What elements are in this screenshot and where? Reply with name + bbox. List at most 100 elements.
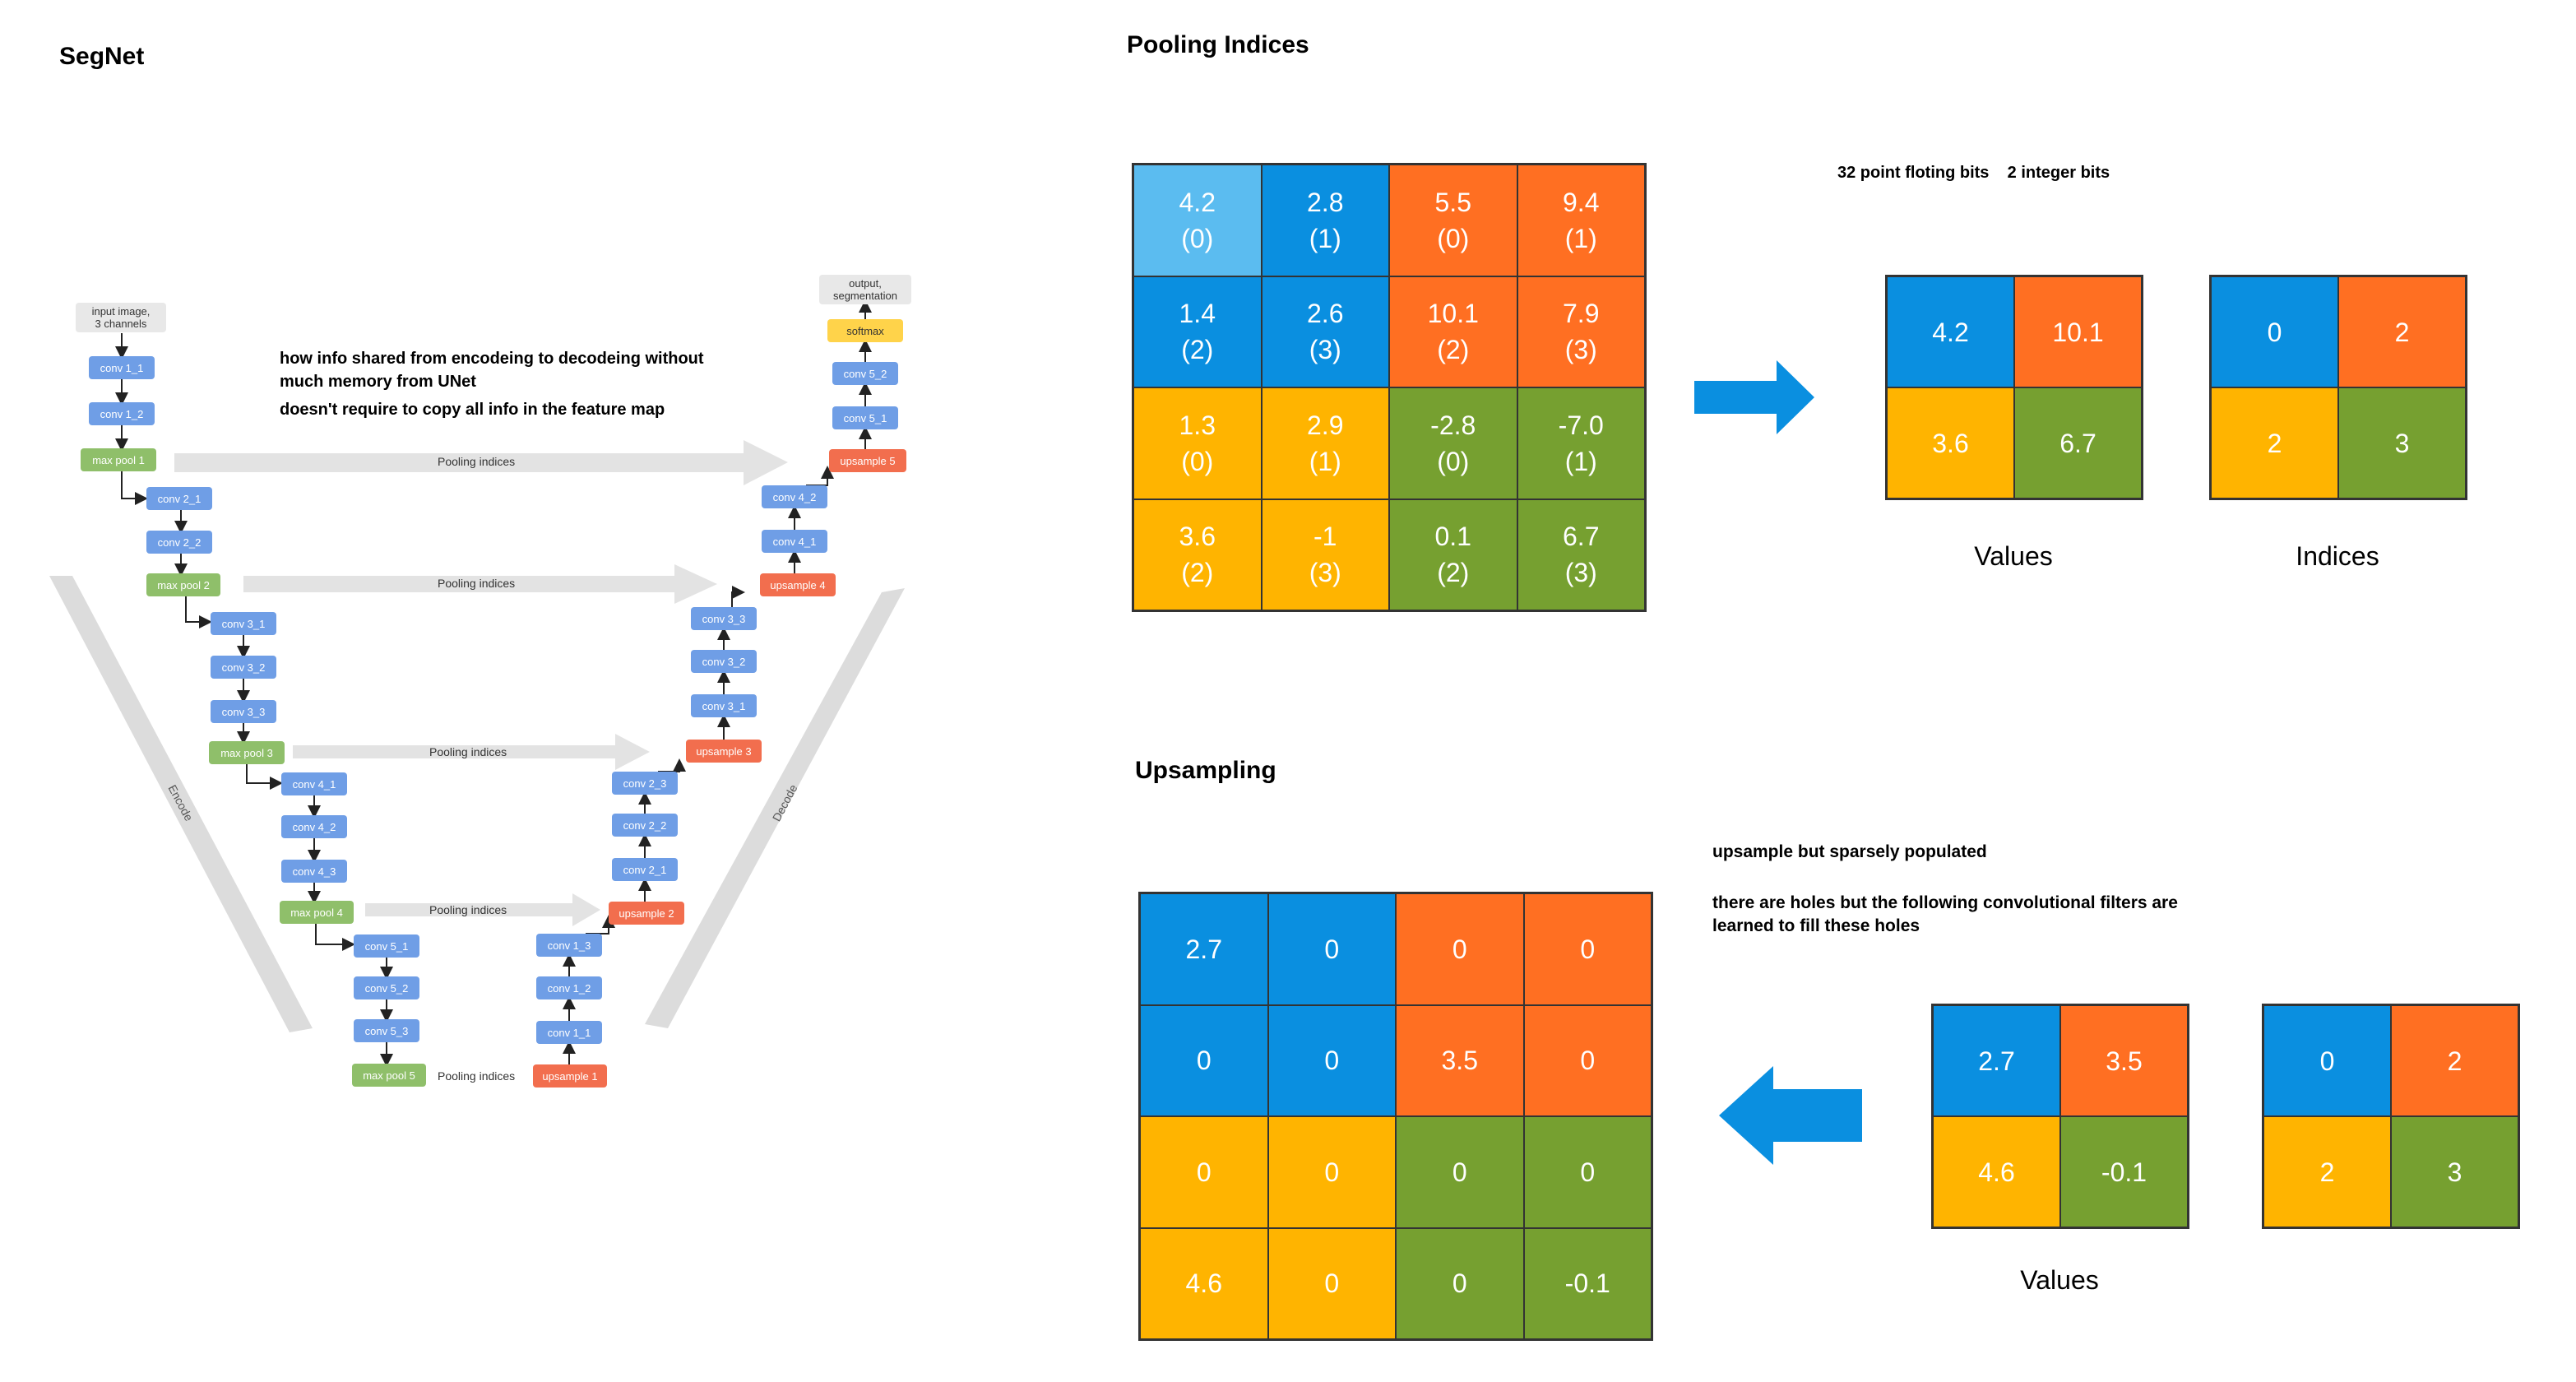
cell-index: (3) [1564, 335, 1597, 365]
cell-value: 6.7 [1563, 522, 1600, 552]
cell-index: (0) [1437, 446, 1470, 476]
pooling-indices-label-5: Pooling indices [438, 1069, 516, 1083]
pooling-indices-matrix: 0 2 2 3 [2209, 275, 2467, 500]
upsampling-cell: 2.7 [1140, 893, 1268, 1005]
cell-value: 0 [1324, 934, 1340, 964]
cell-value: 2.9 [1307, 410, 1344, 440]
cell-value: 4.2 [1932, 317, 1969, 347]
pooling-index-cell: 3 [2338, 387, 2466, 499]
cell-index: (2) [1181, 558, 1214, 588]
encoder-conv-1-1: conv 1_1 [89, 356, 155, 379]
segnet-title: SegNet [59, 43, 145, 70]
output-label-line2: segmentation [832, 290, 898, 302]
cell-value: 0 [1324, 1268, 1340, 1299]
upsampling-cell: 0 [1140, 1004, 1268, 1116]
cell-value: 6.7 [2059, 428, 2096, 458]
cell-index: (3) [1564, 558, 1597, 588]
pooling-index-cell: 0 [2211, 276, 2338, 387]
output-label-line1: output, [849, 277, 882, 290]
cell-index: (0) [1181, 446, 1214, 476]
decoder-conv-3-2: conv 3_2 [691, 650, 757, 673]
decode-arm [645, 588, 905, 1028]
upsampling-cell: 3.5 [1396, 1004, 1524, 1116]
encoder-conv-4-1: conv 4_1 [281, 772, 347, 795]
encoder-conv-5-1: conv 5_1 [354, 934, 419, 958]
segnet-note-line1: how info shared from encodeing to decode… [280, 350, 704, 368]
cell-value: 0 [1324, 1046, 1340, 1076]
decoder-conv-2-2: conv 2_2 [612, 814, 678, 837]
right-arrow-icon [1694, 360, 1814, 434]
input-label-line1: input image, [91, 305, 151, 318]
cell-value: 0 [2267, 317, 2282, 347]
cell-value: 10.1 [1427, 299, 1479, 329]
cell-value: 2 [2394, 317, 2410, 347]
pooling-indices-label-1: Pooling indices [438, 455, 516, 468]
segnet-note: how info shared from encodeing to decode… [280, 347, 704, 421]
pooling-cell: 7.9(3) [1517, 276, 1645, 387]
cell-value: 0 [1452, 934, 1467, 964]
decoder-conv-2-1: conv 2_1 [612, 858, 678, 881]
pooling-cell: -2.8 (0) [1389, 387, 1517, 499]
upsampling-cell: -0.1 [1523, 1227, 1652, 1339]
cell-index: (3) [1309, 335, 1341, 365]
output-segmentation-label: output, segmentation [819, 275, 911, 304]
cell-value: 0 [1580, 934, 1596, 964]
encoder-conv-5-2: conv 5_2 [354, 976, 419, 999]
cell-value: 2 [2267, 428, 2282, 458]
pooling-value-cell: 3.6 [1887, 387, 2014, 499]
cell-value: 3.5 [2106, 1046, 2143, 1076]
cell-value: 2 [2447, 1046, 2462, 1076]
cell-value: 3 [2447, 1157, 2462, 1187]
pooling-cell: 1.3(0) [1133, 387, 1262, 499]
cell-value: 0 [1580, 1157, 1596, 1187]
cell-value: 1.4 [1179, 299, 1216, 329]
upsampling-cell: 0 [1267, 1116, 1396, 1228]
cell-value: -2.8 [1430, 410, 1476, 440]
pooling-indices-label-2: Pooling indices [438, 577, 516, 590]
encoder-conv-3-1: conv 3_1 [211, 612, 276, 635]
cell-index: (1) [1564, 223, 1597, 253]
decoder-upsample-1: upsample 1 [533, 1064, 607, 1088]
upsampling-cell: 0 [1523, 893, 1652, 1005]
decoder-conv-4-1: conv 4_1 [762, 530, 827, 553]
cell-value: -0.1 [1564, 1268, 1610, 1299]
input-label-line2: 3 channels [95, 318, 147, 330]
cell-index: (2) [1437, 558, 1470, 588]
upsampling-index-cell: 2 [2391, 1005, 2518, 1116]
decoder-conv-5-2: conv 5_2 [832, 362, 898, 385]
encode-arm [49, 576, 313, 1032]
cell-value: 0.1 [1434, 522, 1471, 552]
segnet-connectors [49, 299, 905, 1067]
pooling-index-cell: 2 [2338, 276, 2466, 387]
decoder-conv-1-1: conv 1_1 [536, 1021, 602, 1044]
upsampling-values-caption: Values [2020, 1265, 2099, 1295]
encoder-max-pool-3: max pool 3 [209, 741, 285, 764]
cell-index: (0) [1181, 223, 1214, 253]
pooling-cell: 10.1(2) [1389, 276, 1517, 387]
encoder-conv-3-3: conv 3_3 [211, 700, 276, 723]
upsampling-note-2: there are holes but the following convol… [1712, 892, 2178, 938]
upsampling-cell: 4.6 [1140, 1227, 1268, 1339]
pooling-cell: 6.7(3) [1517, 499, 1645, 610]
encoder-conv-5-3: conv 5_3 [354, 1019, 419, 1042]
pooling-cell: -1(3) [1261, 499, 1389, 610]
upsampling-cell: 0 [1396, 1227, 1524, 1339]
upsampling-cell: 0 [1267, 1004, 1396, 1116]
cell-index: (1) [1309, 446, 1341, 476]
cell-value: 1.3 [1179, 410, 1216, 440]
cell-value: 10.1 [2052, 317, 2104, 347]
cell-value: 7.9 [1563, 299, 1600, 329]
cell-index: (2) [1181, 335, 1214, 365]
upsampling-cell: 0 [1523, 1004, 1652, 1116]
pooling-cell: 1.4(2) [1133, 276, 1262, 387]
cell-value: 2.7 [1185, 934, 1222, 964]
encoder-conv-3-2: conv 3_2 [211, 656, 276, 679]
cell-value: 0 [2319, 1046, 2335, 1076]
decoder-conv-3-1: conv 3_1 [691, 694, 757, 717]
cell-index: (1) [1564, 446, 1597, 476]
pooling-value-cell: 6.7 [2014, 387, 2142, 499]
segnet-note-line2: much memory from UNet [280, 373, 476, 391]
cell-value: 4.6 [1978, 1157, 2015, 1187]
